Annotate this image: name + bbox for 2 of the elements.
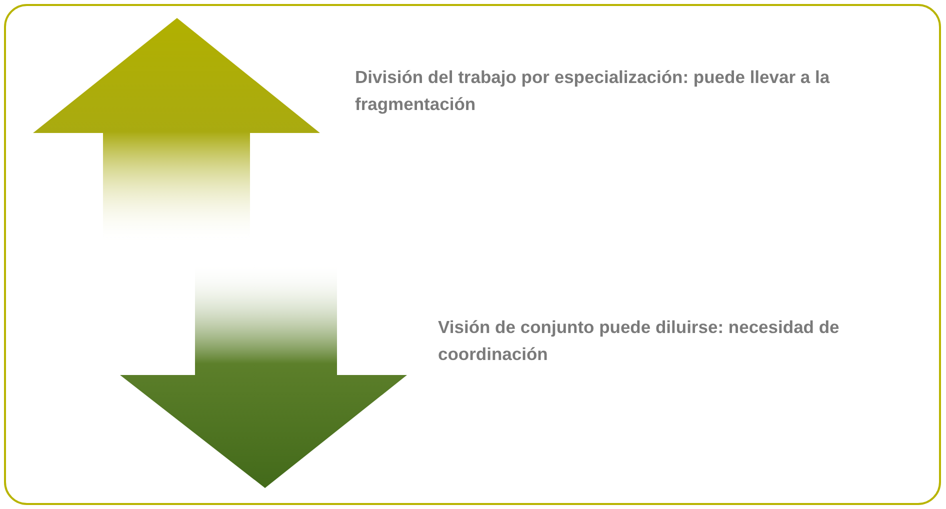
note-text: Visión de conjunto puede diluirse: necesidad de coordinación bbox=[438, 316, 840, 366]
note-text: División del trabajo por especialización: puede llevar a la fragmentación bbox=[355, 66, 831, 116]
